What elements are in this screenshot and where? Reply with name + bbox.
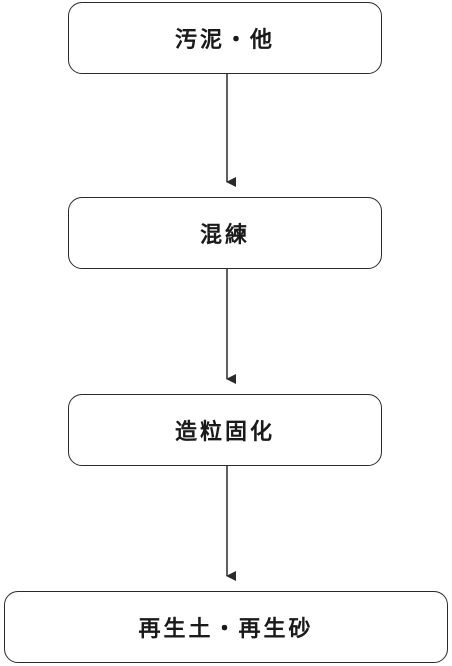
node-recycled-soil-sand: 再生土・再生砂 — [4, 591, 448, 663]
node-granulation-solidification: 造粒固化 — [68, 394, 382, 466]
node-label: 汚泥・他 — [174, 28, 275, 53]
node-kneading: 混練 — [68, 197, 382, 269]
node-label: 造粒固化 — [174, 420, 275, 445]
node-label: 再生土・再生砂 — [138, 617, 314, 642]
node-label: 混練 — [199, 223, 250, 248]
node-sludge-etc: 汚泥・他 — [68, 2, 382, 74]
